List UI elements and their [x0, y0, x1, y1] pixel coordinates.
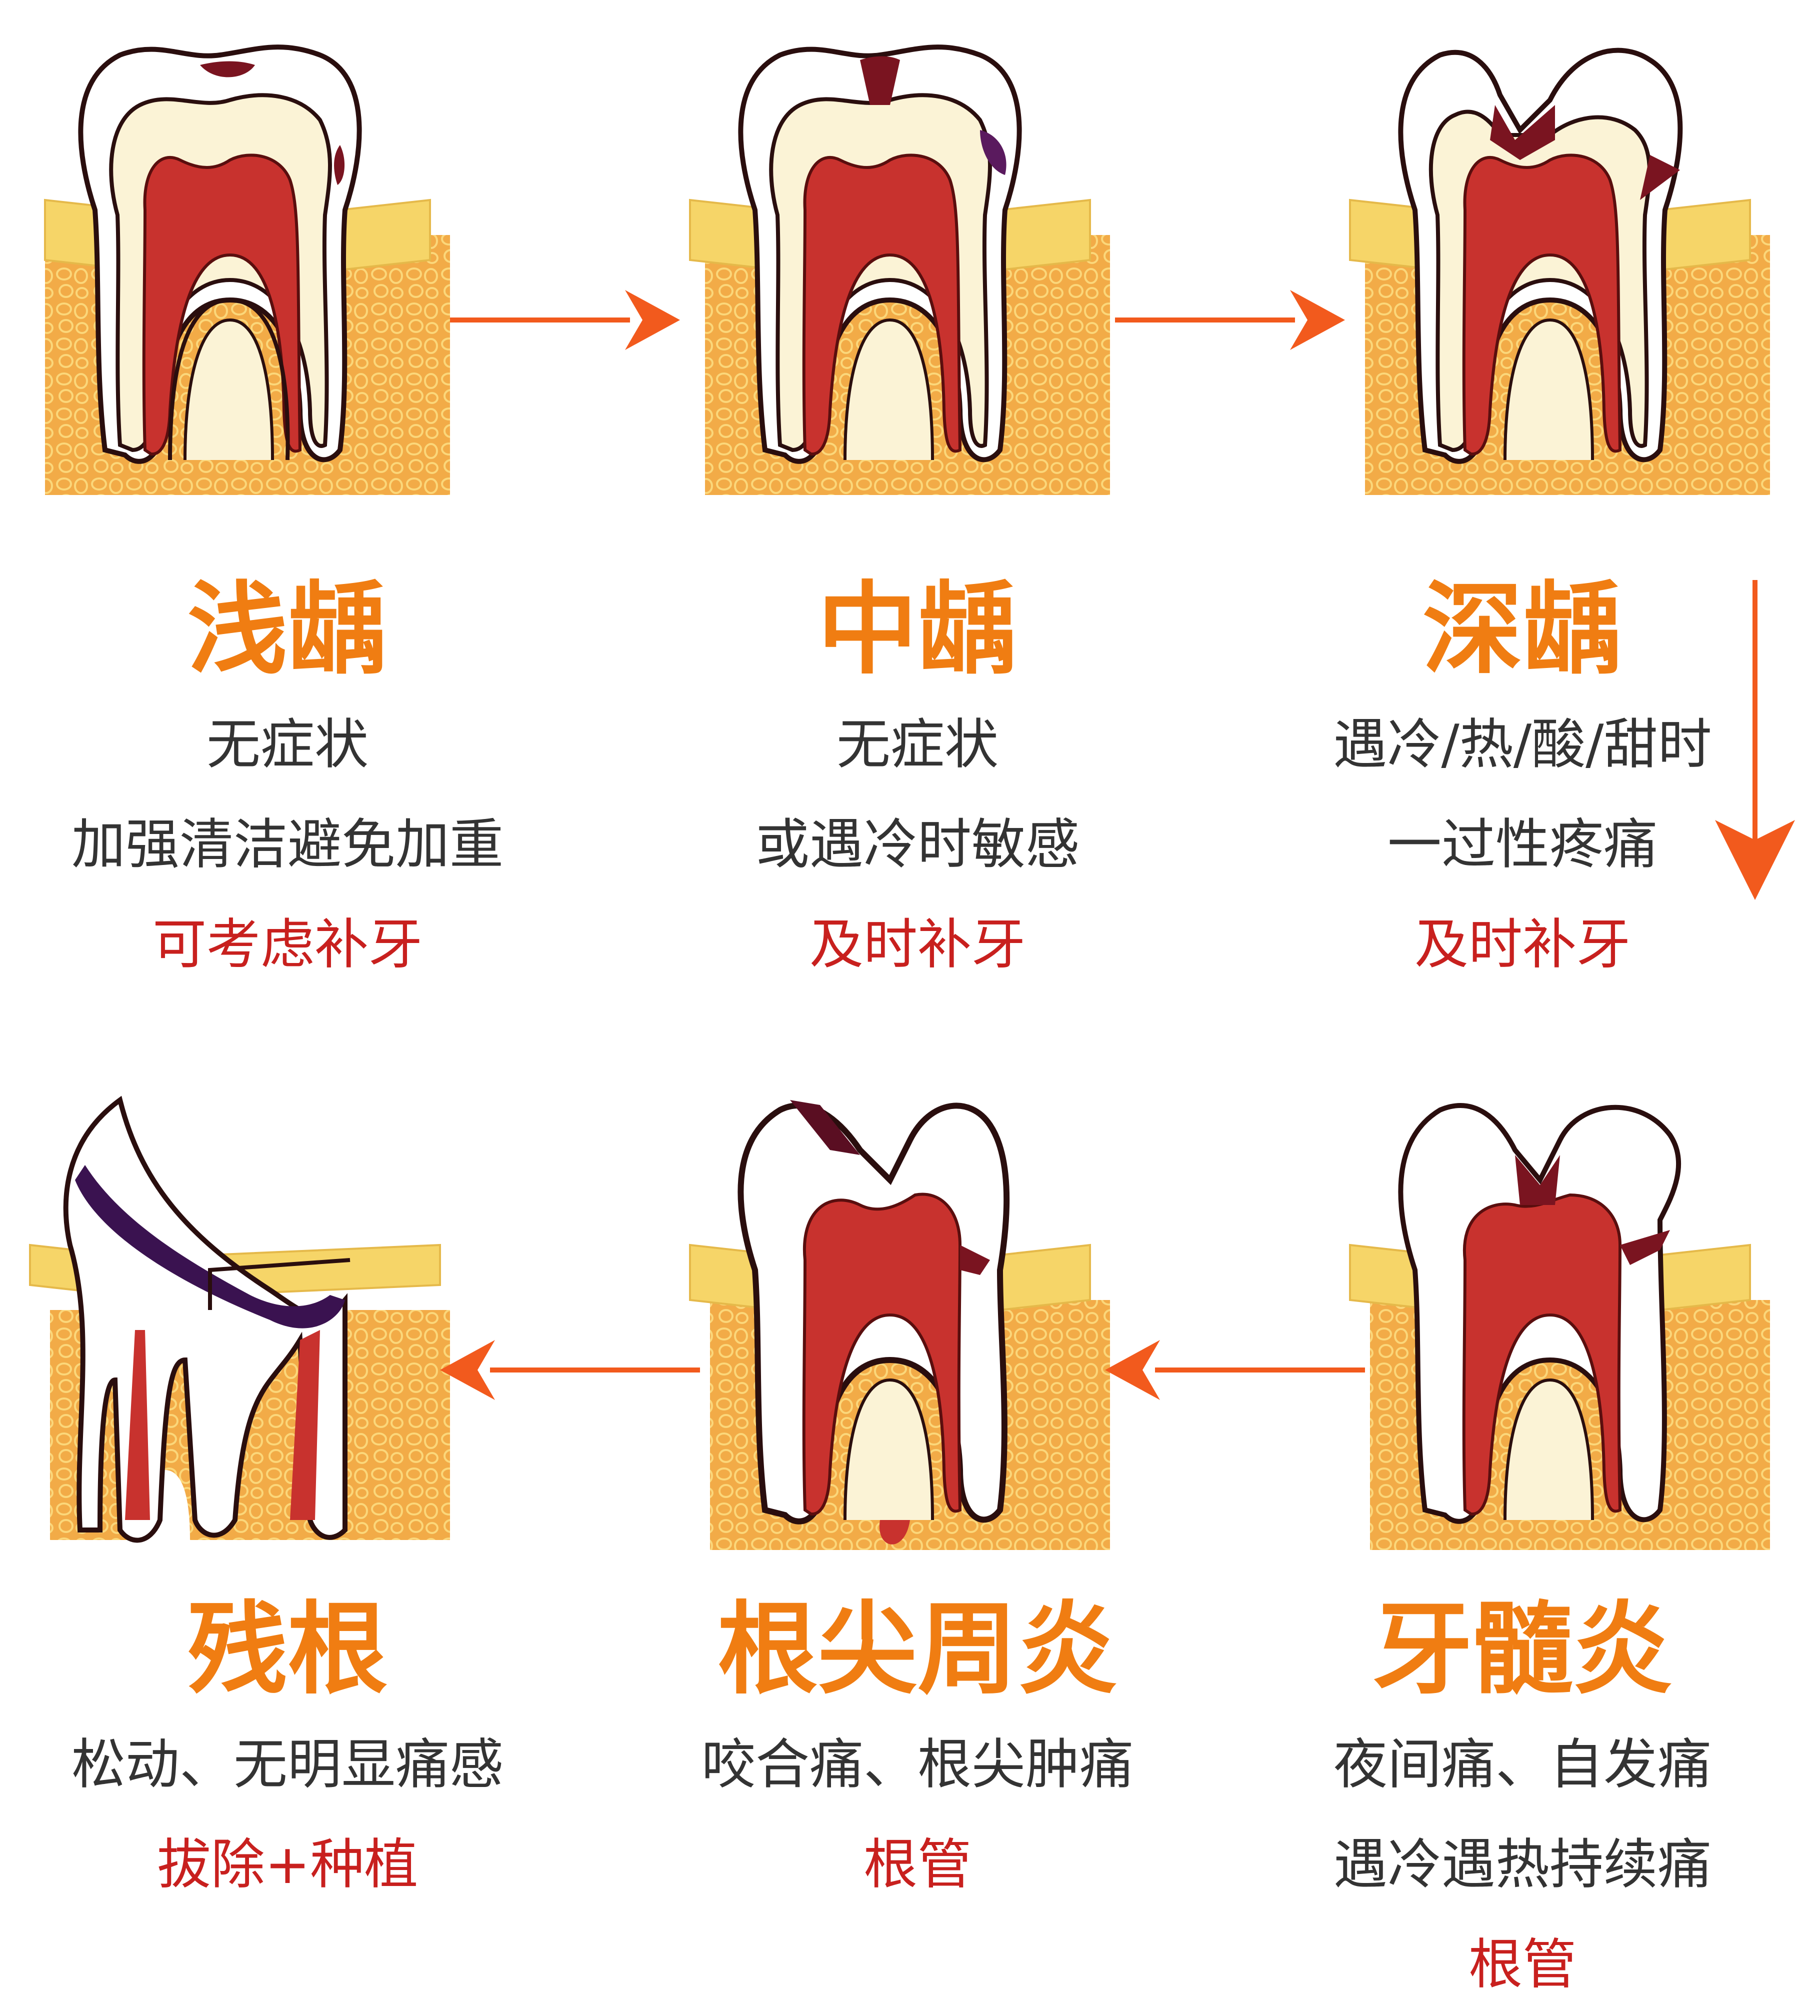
stage-caption-moderate: 中龋 无症状 或遇冷时敏感 及时补牙 [642, 565, 1192, 995]
stage-symptom: 或遇冷时敏感 [755, 814, 1080, 876]
tooth-illustration-deep [1349, 48, 1770, 495]
stage-symptom: 一过性疼痛 [1387, 814, 1658, 876]
tooth-illustration-shallow [44, 44, 450, 495]
stage-title: 中龋 [817, 572, 1018, 688]
stage-symptom: 松动、无明显痛感 [71, 1734, 504, 1796]
stage-title: 深龋 [1422, 572, 1622, 688]
arrow-right-icon [1115, 290, 1345, 350]
stage-caption-deep: 深龋 遇冷/热/酸/甜时 一过性疼痛 及时补牙 [1248, 565, 1798, 995]
stage-title: 残根 [187, 1592, 388, 1708]
stage-title: 浅龋 [187, 572, 388, 688]
tooth-illustration-moderate [689, 44, 1110, 495]
stage-treatment: 根管 [1468, 1934, 1576, 1996]
stage-caption-pulpitis: 牙髓炎 夜间痛、自发痛 遇冷遇热持续痛 根管 [1248, 1585, 1798, 2015]
stage-symptom: 遇冷/热/酸/甜时 [1333, 714, 1712, 776]
stage-treatment: 及时补牙 [1414, 914, 1630, 976]
arrow-down-icon [1715, 580, 1795, 900]
stage-symptom: 无症状 [206, 714, 368, 776]
tooth-illustration-residual [29, 1096, 450, 1543]
stage-caption-periapical: 根尖周炎 咬合痛、根尖肿痛 根管 [642, 1585, 1192, 1915]
stage-symptom: 加强清洁避免加重 [71, 814, 504, 876]
tooth-illustration-pulpitis [1349, 1103, 1770, 1550]
stage-symptom: 无症状 [836, 714, 998, 776]
arrow-left-icon [440, 1340, 700, 1400]
stage-caption-shallow: 浅龋 无症状 加强清洁避免加重 可考虑补牙 [12, 565, 562, 995]
stage-title: 根尖周炎 [717, 1592, 1118, 1708]
arrow-left-icon [1105, 1340, 1365, 1400]
stage-treatment: 拔除+种植 [156, 1834, 418, 1896]
stage-treatment: 可考虑补牙 [152, 914, 422, 976]
stage-title: 牙髓炎 [1372, 1592, 1672, 1708]
stage-symptom: 咬合痛、根尖肿痛 [701, 1734, 1134, 1796]
stage-caption-residual: 残根 松动、无明显痛感 拔除+种植 [12, 1585, 562, 1915]
stage-symptom: 遇冷遇热持续痛 [1333, 1834, 1712, 1896]
stage-treatment: 根管 [863, 1834, 972, 1896]
stage-treatment: 及时补牙 [809, 914, 1026, 976]
arrow-right-icon [450, 290, 680, 350]
stage-symptom: 夜间痛、自发痛 [1333, 1734, 1712, 1796]
tooth-illustration-periapical [689, 1100, 1110, 1550]
